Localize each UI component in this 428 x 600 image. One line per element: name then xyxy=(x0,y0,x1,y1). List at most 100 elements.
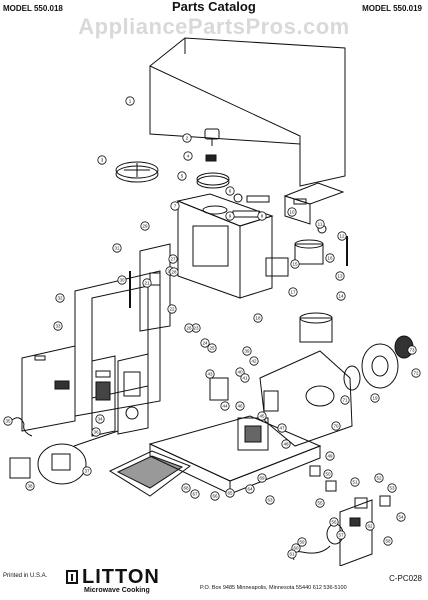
callout-number: 42 xyxy=(251,359,257,364)
callout-number: 40 xyxy=(237,370,243,375)
callout-29: 29 xyxy=(140,221,150,231)
callout-22: 22 xyxy=(167,304,177,314)
callout-circle xyxy=(140,221,150,231)
callout-number: 5 xyxy=(181,174,184,179)
callout-bubbles: 1234567891011121314151617181920212223242… xyxy=(3,96,421,559)
model-right-label: MODEL 550.019 xyxy=(362,4,422,13)
callout-number: 48 xyxy=(283,442,289,447)
detail-circle xyxy=(37,430,119,485)
callout-number: 71 xyxy=(342,398,348,403)
callout-43: 43 xyxy=(205,369,215,379)
callout-circle xyxy=(374,473,384,483)
callout-number: 31 xyxy=(114,246,120,251)
callout-number: 34 xyxy=(97,417,103,422)
callout-circle xyxy=(383,536,393,546)
callout-66: 66 xyxy=(210,491,220,501)
callout-number: 35 xyxy=(5,419,11,424)
callout-56: 56 xyxy=(329,517,339,527)
callout-number: 73 xyxy=(409,348,415,353)
callout-circle xyxy=(277,423,287,433)
callout-circle xyxy=(242,346,252,356)
callout-circle xyxy=(370,393,380,403)
callout-number: 24 xyxy=(202,341,208,346)
callout-number: 11 xyxy=(318,222,323,227)
callout-number: 65 xyxy=(227,491,233,496)
callout-57: 57 xyxy=(336,530,346,540)
callout-number: 18 xyxy=(255,316,261,321)
stirrer-motor xyxy=(204,128,220,146)
callout-circle xyxy=(323,469,333,479)
callout-41: 41 xyxy=(240,373,250,383)
callout-25: 25 xyxy=(207,343,217,353)
callout-circle xyxy=(240,373,250,383)
callout-number: 25 xyxy=(209,346,215,351)
callout-61: 61 xyxy=(287,549,297,559)
callout-circle xyxy=(225,488,235,498)
callout-number: 10 xyxy=(289,210,295,215)
callout-27: 27 xyxy=(168,254,178,264)
callout-67: 67 xyxy=(190,489,200,499)
callout-number: 60 xyxy=(293,546,299,551)
callout-circle xyxy=(365,521,375,531)
model-left-label: MODEL 550.018 xyxy=(3,4,63,13)
callout-circle xyxy=(182,133,192,143)
callout-number: 3 xyxy=(101,158,104,163)
callout-circle xyxy=(245,484,255,494)
callout-21: 21 xyxy=(142,278,152,288)
callout-42: 42 xyxy=(249,356,259,366)
callout-number: 61 xyxy=(289,552,295,557)
callout-37: 37 xyxy=(82,466,92,476)
control-panel-frame xyxy=(91,355,116,437)
callout-circle xyxy=(340,395,350,405)
door-panel xyxy=(21,345,76,432)
callout-number: 41 xyxy=(242,376,248,381)
callout-circle xyxy=(91,427,101,437)
callout-circle xyxy=(235,367,245,377)
callout-62: 62 xyxy=(365,521,375,531)
callout-2: 2 xyxy=(182,133,192,143)
thermal-cutout xyxy=(265,257,289,277)
callout-6: 6 xyxy=(225,186,235,196)
callout-number: 14 xyxy=(338,294,344,299)
callout-number: 33 xyxy=(55,324,61,329)
callout-number: 57 xyxy=(338,533,344,538)
callout-number: 30 xyxy=(119,278,125,283)
callout-circle xyxy=(169,267,179,277)
callout-circle xyxy=(210,491,220,501)
callout-circle xyxy=(53,321,63,331)
callout-circle xyxy=(168,254,178,264)
callout-circle xyxy=(265,495,275,505)
callout-13: 13 xyxy=(335,271,345,281)
callout-circle xyxy=(287,207,297,217)
callout-circle xyxy=(190,489,200,499)
callout-11: 11 xyxy=(315,219,325,229)
callout-circle xyxy=(288,287,298,297)
callout-number: 19 xyxy=(372,396,378,401)
callout-circle xyxy=(95,414,105,424)
callout-number: 72 xyxy=(413,371,419,376)
callout-71: 71 xyxy=(340,395,350,405)
callout-10: 10 xyxy=(287,207,297,217)
callout-48: 48 xyxy=(281,439,291,449)
callout-circle xyxy=(396,512,406,522)
callout-circle xyxy=(407,345,417,355)
callout-circle xyxy=(287,549,297,559)
callout-circle xyxy=(177,171,187,181)
filter xyxy=(246,195,270,203)
oven-cavity xyxy=(176,193,274,299)
callout-28: 28 xyxy=(169,267,179,277)
callout-circle xyxy=(97,155,107,165)
callout-number: 51 xyxy=(352,480,358,485)
callout-number: 6 xyxy=(229,189,232,194)
brand-subtitle: Microwave Cooking xyxy=(84,587,150,594)
callout-65: 65 xyxy=(225,488,235,498)
callout-number: 69 xyxy=(259,476,265,481)
callout-34: 34 xyxy=(95,414,105,424)
transformer xyxy=(237,417,269,451)
callout-number: 63 xyxy=(267,498,273,503)
callout-number: 13 xyxy=(337,274,343,279)
printed-note: Printed in U.S.A. xyxy=(3,573,48,579)
exploded-parts-diagram: 1234567891011121314151617181920212223242… xyxy=(3,37,421,566)
callout-19: 19 xyxy=(370,393,380,403)
callout-17: 17 xyxy=(288,287,298,297)
